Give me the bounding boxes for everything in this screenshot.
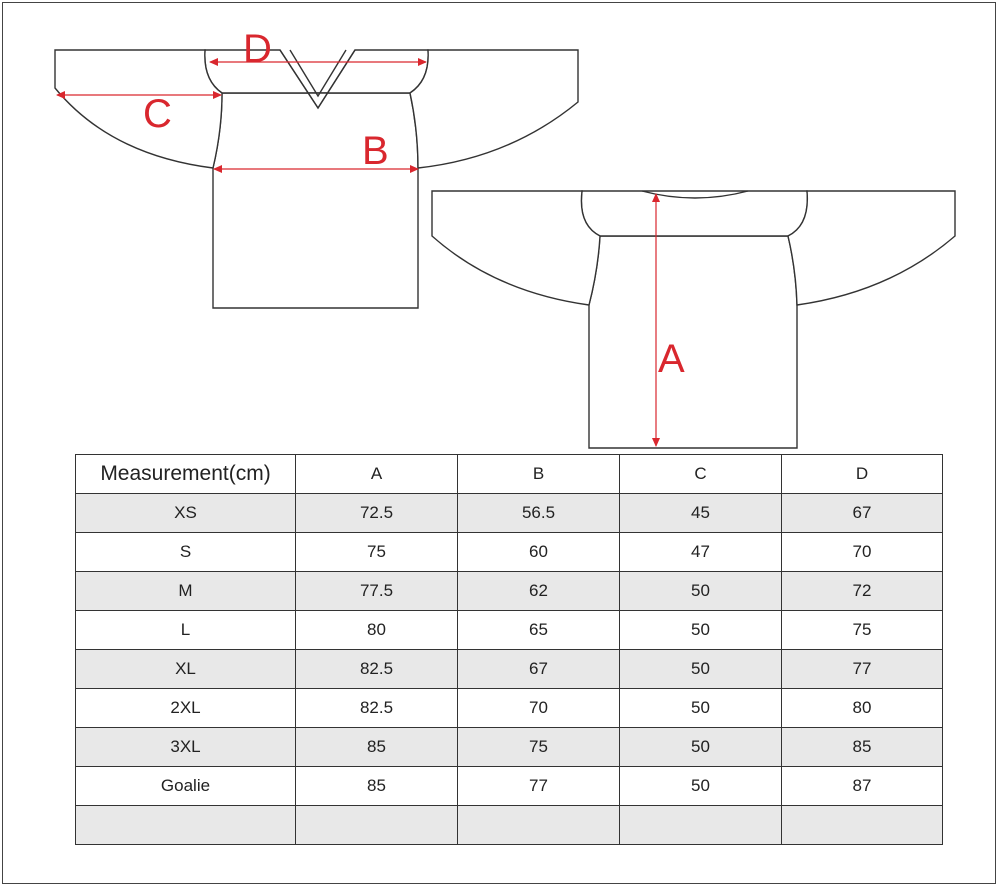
value-cell: 50 xyxy=(619,649,782,689)
value-cell: 75 xyxy=(295,532,458,572)
table-row xyxy=(75,805,943,845)
size-cell: L xyxy=(75,610,296,650)
back-jersey xyxy=(431,190,956,449)
header-b: B xyxy=(457,454,620,494)
value-cell: 77.5 xyxy=(295,571,458,611)
size-cell xyxy=(75,805,296,845)
size-cell: Goalie xyxy=(75,766,296,806)
value-cell xyxy=(295,805,458,845)
value-cell: 70 xyxy=(457,688,620,728)
value-cell: 80 xyxy=(295,610,458,650)
value-cell: 50 xyxy=(619,571,782,611)
value-cell: 67 xyxy=(781,493,943,533)
value-cell: 67 xyxy=(457,649,620,689)
value-cell: 50 xyxy=(619,766,782,806)
header-a: A xyxy=(295,454,458,494)
value-cell: 60 xyxy=(457,532,620,572)
size-cell: S xyxy=(75,532,296,572)
value-cell xyxy=(619,805,782,845)
value-cell: 65 xyxy=(457,610,620,650)
value-cell: 47 xyxy=(619,532,782,572)
size-cell: XL xyxy=(75,649,296,689)
value-cell: 56.5 xyxy=(457,493,620,533)
value-cell: 82.5 xyxy=(295,649,458,689)
value-cell: 62 xyxy=(457,571,620,611)
jersey-diagram: D C B A xyxy=(54,27,956,449)
label-c: C xyxy=(143,92,172,136)
size-cell: 3XL xyxy=(75,727,296,767)
table-header-row: Measurement(cm) A B C D xyxy=(75,454,943,494)
value-cell: 45 xyxy=(619,493,782,533)
value-cell: 50 xyxy=(619,688,782,728)
value-cell: 75 xyxy=(781,610,943,650)
header-c: C xyxy=(619,454,782,494)
value-cell xyxy=(457,805,620,845)
value-cell: 85 xyxy=(295,766,458,806)
label-a: A xyxy=(658,337,685,381)
value-cell: 50 xyxy=(619,727,782,767)
header-measurement: Measurement(cm) xyxy=(75,454,296,494)
size-cell: XS xyxy=(75,493,296,533)
value-cell: 77 xyxy=(781,649,943,689)
size-cell: M xyxy=(75,571,296,611)
value-cell: 75 xyxy=(457,727,620,767)
value-cell: 70 xyxy=(781,532,943,572)
value-cell: 72 xyxy=(781,571,943,611)
header-d: D xyxy=(781,454,943,494)
size-cell: 2XL xyxy=(75,688,296,728)
value-cell: 80 xyxy=(781,688,943,728)
value-cell: 87 xyxy=(781,766,943,806)
value-cell: 82.5 xyxy=(295,688,458,728)
value-cell: 50 xyxy=(619,610,782,650)
value-cell: 85 xyxy=(781,727,943,767)
label-d: D xyxy=(243,27,272,71)
value-cell: 85 xyxy=(295,727,458,767)
measurement-lines xyxy=(56,58,660,447)
value-cell xyxy=(781,805,943,845)
label-b: B xyxy=(362,129,389,173)
value-cell: 72.5 xyxy=(295,493,458,533)
value-cell: 77 xyxy=(457,766,620,806)
